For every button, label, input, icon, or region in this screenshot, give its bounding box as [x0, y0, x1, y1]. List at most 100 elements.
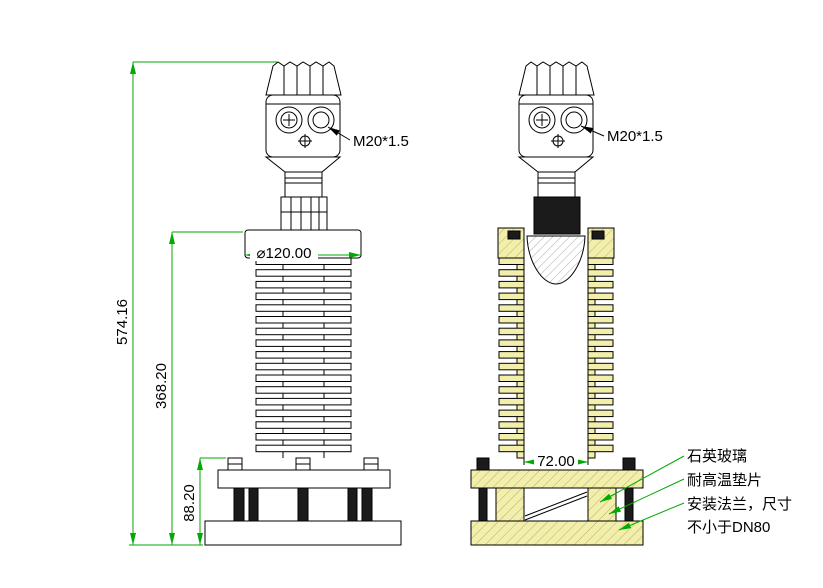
cooling-fin	[255, 351, 352, 359]
flange-spacer-right	[587, 487, 617, 522]
head-cap	[265, 61, 342, 96]
leader-quartz-glass	[599, 455, 685, 503]
flange-bolt	[476, 457, 490, 471]
cooling-fin	[587, 421, 614, 429]
cooling-fin	[255, 339, 352, 347]
cooling-fin	[255, 316, 352, 324]
leader-gasket	[608, 478, 685, 515]
flange-bolt	[622, 457, 636, 471]
cooling-fin	[587, 257, 614, 265]
mounting-flange-section	[470, 457, 644, 546]
gland-nut-section	[533, 196, 581, 235]
sensor-head-right	[517, 61, 595, 235]
flange-lower-plate	[470, 520, 644, 546]
cooling-fin	[587, 433, 614, 441]
cooling-fin	[255, 304, 352, 312]
cooling-fin	[587, 304, 614, 312]
cooling-fin	[587, 386, 614, 394]
cooling-fin	[587, 339, 614, 347]
base-bottom-plate	[204, 520, 402, 546]
seal-ring	[507, 230, 521, 240]
dim-base-height: 88.20	[181, 484, 198, 522]
base-column	[347, 487, 358, 522]
mounting-base-left	[204, 457, 402, 546]
annotation-gasket: 耐高温垫片	[687, 472, 762, 489]
drawing-text: 574.16 368.20 88.20 ⌀120.00 72.00 M20*1.…	[114, 128, 792, 536]
cooling-fin	[587, 374, 614, 382]
neck	[284, 171, 323, 198]
cooling-fin	[587, 397, 614, 406]
cooling-fin	[255, 327, 352, 336]
cooling-fin	[255, 269, 352, 277]
cooling-fin	[498, 269, 525, 277]
cooling-fin	[498, 444, 525, 453]
cooling-fin	[498, 374, 525, 382]
dim-fin-section-height: 368.20	[153, 363, 170, 409]
annotation-quartz-glass: 石英玻璃	[687, 447, 747, 465]
cooling-fin	[498, 409, 525, 418]
cooling-fin	[587, 316, 614, 324]
annotation-flange-line1: 安装法兰，尺寸	[687, 496, 792, 513]
cooling-fin	[587, 362, 614, 371]
cooling-fin	[255, 292, 352, 301]
leader-thread-right	[580, 125, 605, 137]
cooling-fin	[498, 292, 525, 301]
cooling-fin	[255, 397, 352, 406]
coupling-nut	[280, 196, 328, 231]
neck	[537, 171, 576, 198]
cooling-fin	[498, 280, 525, 289]
cooling-fin	[498, 362, 525, 371]
cooling-fin	[255, 362, 352, 371]
cooling-fin	[498, 316, 525, 324]
sensor-head-left	[264, 61, 342, 231]
cooling-fin	[255, 374, 352, 382]
cooling-fin	[498, 257, 525, 265]
cooling-fin	[498, 339, 525, 347]
leader-thread-left	[327, 126, 351, 141]
cooling-fin	[587, 292, 614, 301]
cooling-fin	[255, 280, 352, 289]
cooling-fin	[498, 327, 525, 336]
antenna-dome	[526, 235, 586, 285]
cooling-fin	[498, 421, 525, 429]
cooling-fins-left	[255, 257, 352, 458]
cooling-fin	[587, 280, 614, 289]
head-cap	[518, 61, 595, 96]
cooling-fin	[587, 444, 614, 453]
base-column	[248, 487, 259, 522]
cooling-fin	[587, 269, 614, 277]
flange-spacer-left	[495, 487, 525, 522]
cooling-fin	[498, 397, 525, 406]
cooling-fins-right	[498, 257, 614, 465]
cooling-fin	[498, 304, 525, 312]
cooling-fin	[255, 421, 352, 429]
cooling-fin	[587, 327, 614, 336]
cooling-fin	[498, 386, 525, 394]
thread-label-right: M20*1.5	[607, 128, 663, 145]
cooling-fin	[498, 351, 525, 359]
thread-label-left: M20*1.5	[353, 133, 409, 150]
dim-collar-diameter: ⌀120.00	[257, 245, 312, 262]
cooling-fin	[255, 386, 352, 394]
base-column	[233, 487, 245, 522]
cooling-fin	[255, 433, 352, 441]
seal-ring	[591, 230, 605, 240]
cooling-fin	[255, 444, 352, 453]
leader-flange	[618, 502, 685, 531]
dimensions	[129, 61, 685, 546]
cooling-fin	[587, 409, 614, 418]
left-view	[204, 61, 402, 546]
quartz-glass-window	[524, 491, 588, 521]
right-view-section	[470, 61, 644, 546]
dim-total-height: 574.16	[114, 299, 131, 345]
cooling-fin	[587, 351, 614, 359]
dim-bore-width: 72.00	[537, 453, 575, 470]
annotation-flange-line2: 不小于DN80	[687, 519, 770, 536]
base-column	[297, 487, 309, 522]
cooling-fin	[498, 433, 525, 441]
cooling-fin	[255, 409, 352, 418]
flange-upper-plate	[470, 469, 644, 489]
base-column	[361, 487, 373, 522]
